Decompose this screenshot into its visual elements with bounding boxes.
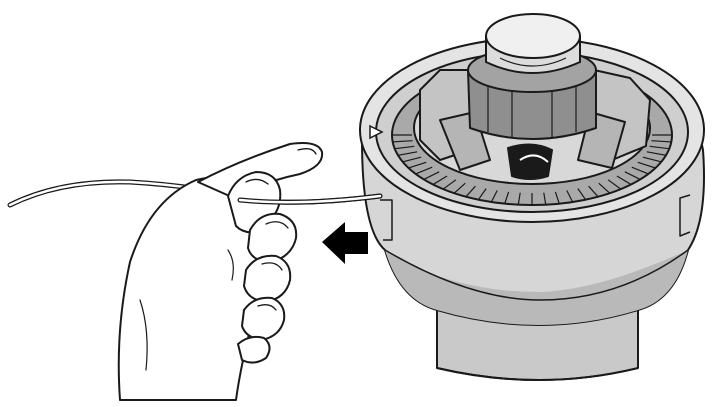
ring-tooth: [391, 138, 413, 143]
ring-tooth: [525, 193, 533, 206]
ring-tooth: [652, 134, 673, 139]
ring-tooth: [649, 145, 671, 153]
ring-tooth: [395, 151, 418, 156]
ring-tooth: [588, 185, 600, 199]
ring-tooth: [651, 140, 673, 146]
ring-tooth: [497, 191, 510, 205]
ring-tooth: [391, 131, 412, 136]
ring-tooth: [538, 192, 547, 206]
ring-tooth: [511, 192, 521, 206]
ring-tooth: [637, 161, 657, 172]
ring-tooth: [448, 182, 466, 194]
ring-tooth: [404, 161, 427, 169]
ring-tooth: [437, 179, 457, 190]
ring-tooth: [598, 182, 611, 196]
ring-tooth: [607, 179, 623, 192]
ring-tooth: [624, 171, 642, 183]
ring-tooth: [392, 145, 415, 150]
ring-tooth: [646, 151, 668, 159]
ring-tooth: [642, 156, 663, 166]
knob-cap: [485, 13, 581, 74]
ring-tooth: [577, 188, 587, 202]
ring-tooth: [428, 175, 448, 186]
ring-tooth: [411, 166, 433, 175]
alignment-mark-icon: [369, 124, 384, 140]
ring-tooth: [552, 191, 561, 205]
ring-tooth: [631, 166, 650, 178]
ring-tooth: [484, 190, 498, 203]
ring-tooth: [459, 185, 476, 198]
ring-tooth: [565, 190, 574, 204]
ring-tooth: [399, 156, 422, 163]
ring-tooth: [419, 171, 440, 181]
ring-tooth: [471, 188, 487, 201]
ring-tooth: [616, 175, 633, 188]
direction-arrow-icon: [322, 222, 368, 264]
